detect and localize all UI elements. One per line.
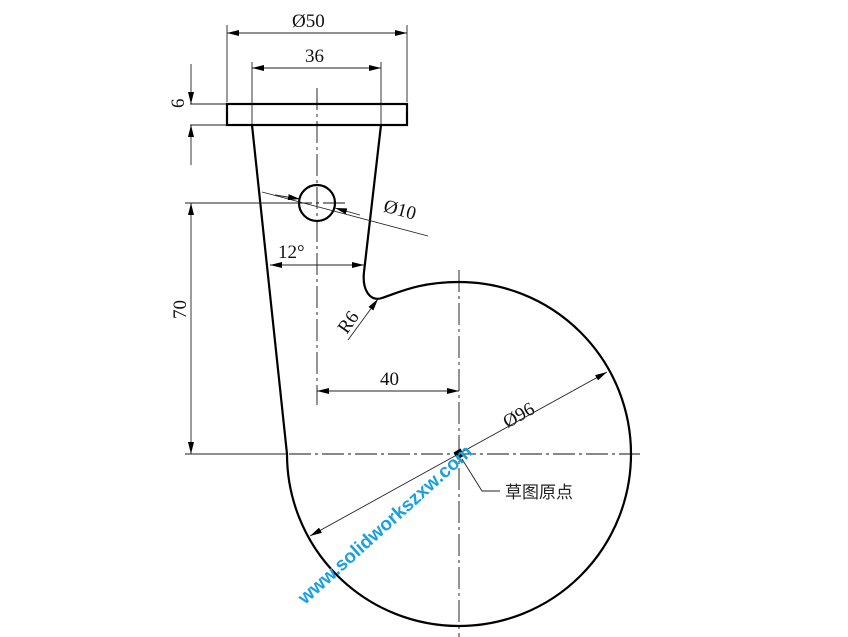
dim-6-label: 6 <box>168 99 189 109</box>
top-plate <box>225 102 409 127</box>
arrow-d10-a <box>274 194 301 201</box>
dim-line-r6 <box>347 298 379 341</box>
dim-40-label: 40 <box>380 369 399 390</box>
hole <box>297 183 337 223</box>
dim-r6-label: R6 <box>334 307 364 337</box>
dim-70-label: 70 <box>170 300 191 319</box>
watermark: www.solidworkszxw.com <box>294 441 477 609</box>
dim-36-label: 36 <box>305 46 324 67</box>
dim-d10-label: Ø10 <box>381 196 418 225</box>
arrow-d10-b <box>334 207 361 216</box>
origin-label: 草图原点 <box>505 483 573 503</box>
sketch-origin-marker <box>453 448 465 460</box>
origin-leader <box>461 458 500 492</box>
dim-12deg-label: 12° <box>278 242 305 263</box>
body-outline <box>250 124 633 628</box>
dim-d50-label: Ø50 <box>292 11 325 32</box>
